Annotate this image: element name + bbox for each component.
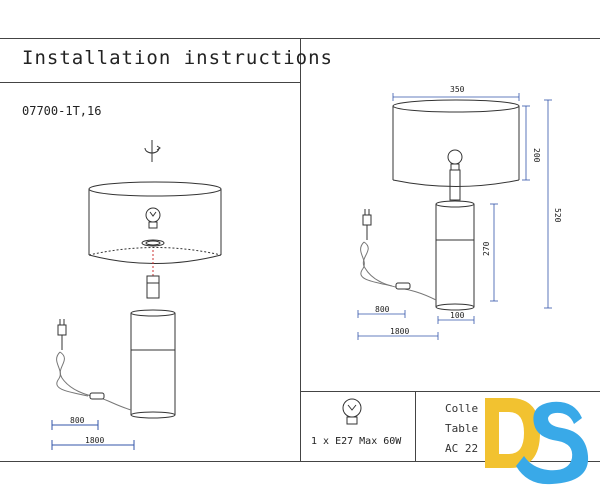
- info-type: Table: [445, 422, 479, 435]
- spec-bulb-icon: [342, 398, 362, 425]
- info-voltage: AC 22: [445, 442, 479, 455]
- right-dim-total-height: 520: [553, 208, 562, 223]
- plug-icon-left: [57, 319, 67, 350]
- power-cable-left: [59, 351, 132, 411]
- power-cable-right: [362, 241, 437, 301]
- plug-icon-right: [362, 209, 372, 240]
- right-assembled-view: [360, 99, 520, 311]
- frame-center-divider: [300, 38, 301, 462]
- model-number: 07700-1T,16: [22, 104, 102, 118]
- lamp-neck-right: [449, 169, 461, 201]
- left-dim-total-cable: 1800: [85, 436, 104, 445]
- frame-spec-divider: [415, 391, 416, 462]
- page-title: Installation instructions: [22, 47, 333, 69]
- left-dim-switch-cable: 800: [70, 416, 85, 425]
- lamp-neck-left: [146, 275, 160, 299]
- socket-ring-left: [141, 239, 165, 247]
- frame-bottom-line: [0, 461, 600, 462]
- ds-logo: [485, 398, 589, 485]
- right-dim-total-cable: 1800: [390, 327, 409, 336]
- lamp-base-left: [130, 309, 176, 419]
- info-collection: Colle: [445, 402, 479, 415]
- right-dim-shade-width: 350: [450, 85, 465, 94]
- rotate-icon: [144, 140, 161, 162]
- right-dim-base-height: 270: [482, 241, 491, 256]
- frame-title-underline: [0, 82, 300, 83]
- right-dim-switch-cable: 800: [375, 305, 390, 314]
- bulb-icon-right: [447, 149, 463, 171]
- switch-right: [395, 282, 411, 290]
- right-dimension-lines: [357, 93, 552, 340]
- lamp-shade-right: [392, 99, 520, 187]
- right-dim-base-width: 100: [450, 311, 465, 320]
- switch-left: [89, 392, 105, 400]
- frame-spec-top: [300, 391, 600, 392]
- lamp-shade-left: [88, 181, 222, 264]
- right-dim-shade-height: 200: [532, 148, 541, 163]
- left-exploded-view: [51, 140, 222, 450]
- bulb-icon-left: [145, 207, 161, 229]
- bulb-spec: 1 x E27 Max 60W: [311, 436, 402, 447]
- lamp-base-right: [435, 200, 475, 311]
